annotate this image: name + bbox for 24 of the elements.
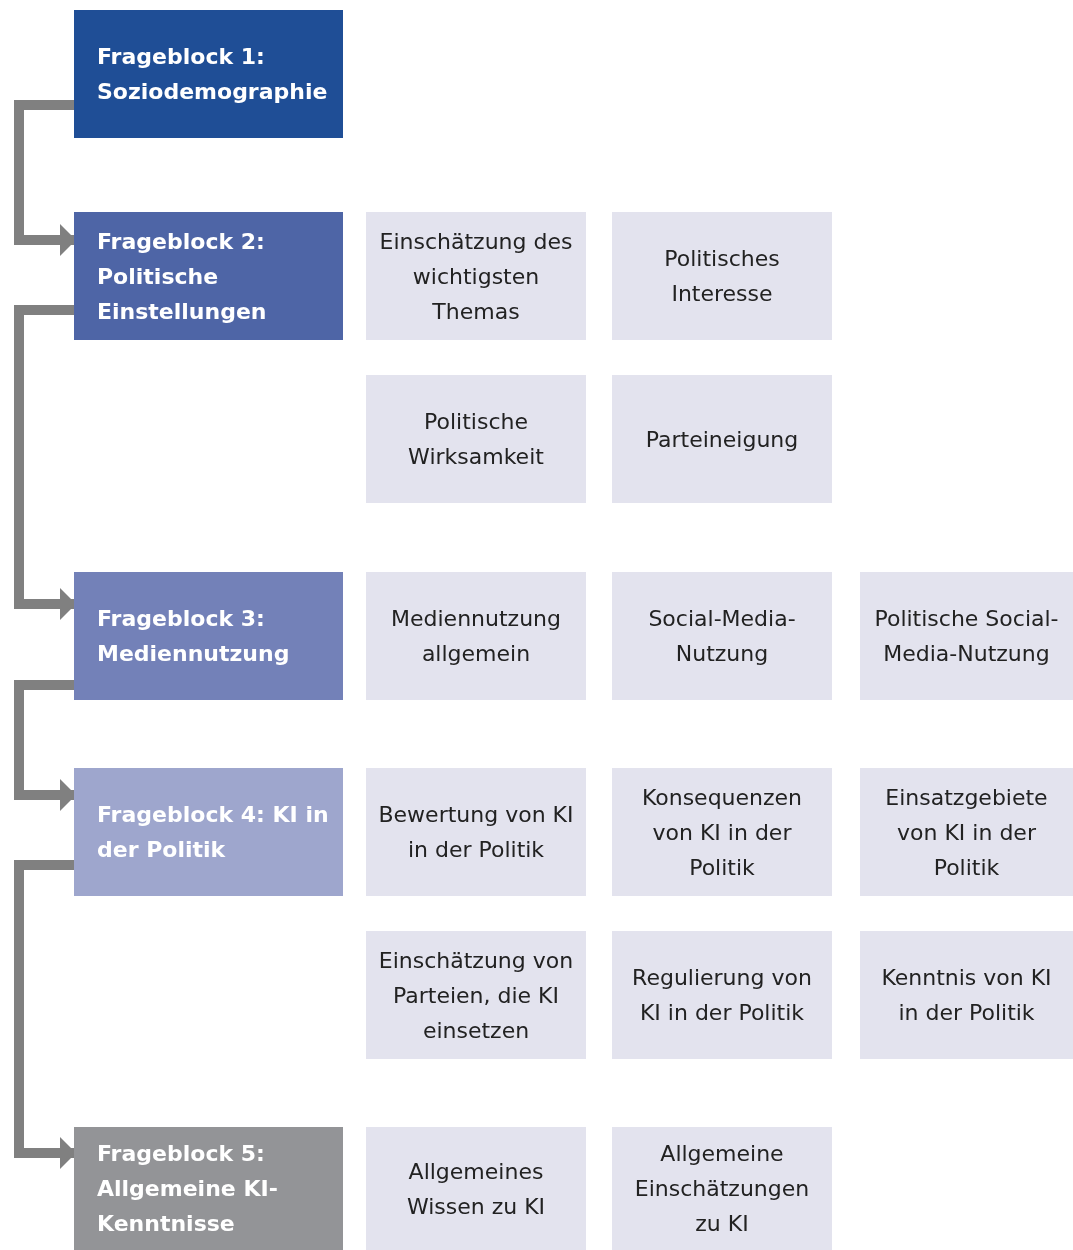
topic-box: Politisches Interesse (612, 212, 832, 340)
section-box: Frageblock 1: Soziodemographie (74, 10, 343, 138)
section-box: Frageblock 2: Politische Einstellungen (74, 212, 343, 340)
topic-box: Social-Media-Nutzung (612, 572, 832, 700)
section-box: Frageblock 5: Allgemeine KI-Kenntnisse (74, 1127, 343, 1250)
topic-box: Parteineigung (612, 375, 832, 503)
topic-box: Politische Social-Media-Nutzung (860, 572, 1073, 700)
topic-box: Bewertung von KI in der Politik (366, 768, 586, 896)
topic-box: Regulierung von KI in der Politik (612, 931, 832, 1059)
topic-box: Einsatzgebiete von KI in der Politik (860, 768, 1073, 896)
topic-box: Konsequenzen von KI in der Politik (612, 768, 832, 896)
section-box: Frageblock 3: Mediennutzung (74, 572, 343, 700)
topic-box: Mediennutzung allgemein (366, 572, 586, 700)
topic-box: Einschätzung von Parteien, die KI einsetzen (366, 931, 586, 1059)
bracket-arrow (14, 100, 76, 256)
topic-box: Allgemeine Einschätzungen zu KI (612, 1127, 832, 1250)
topic-box: Allgemeines Wissen zu KI (366, 1127, 586, 1250)
section-box: Frageblock 4: KI in der Politik (74, 768, 343, 896)
topic-box: Kenntnis von KI in der Politik (860, 931, 1073, 1059)
topic-box: Einschätzung des wichtigsten Themas (366, 212, 586, 340)
bracket-arrow (14, 860, 76, 1169)
bracket-arrow (14, 305, 76, 620)
bracket-arrow (14, 680, 76, 811)
topic-box: Politische Wirksamkeit (366, 375, 586, 503)
